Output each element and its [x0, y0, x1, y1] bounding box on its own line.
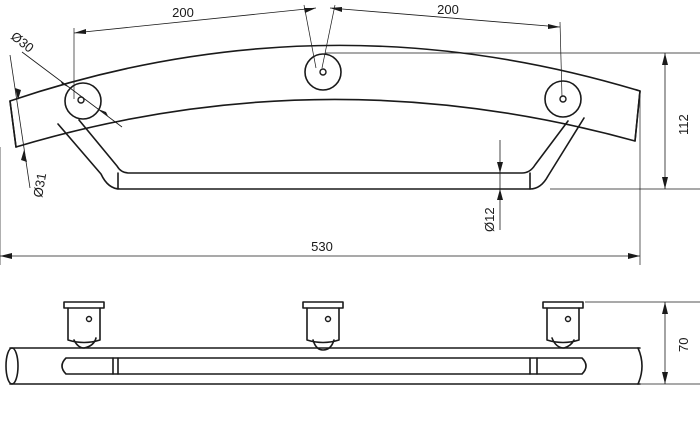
depth-dimension: 70	[585, 301, 700, 385]
top-view	[9, 44, 641, 190]
grab-rail	[57, 117, 585, 190]
mount-right	[542, 301, 584, 349]
spacing-right-label: 200	[437, 2, 459, 17]
front-tube-end-right	[637, 347, 643, 385]
overall-width-dimension: 530	[0, 95, 641, 265]
rosette-right	[544, 80, 582, 118]
front-rail	[61, 357, 587, 375]
overall-width-label: 530	[311, 239, 333, 254]
height-label: 112	[676, 114, 691, 135]
front-view	[5, 301, 643, 385]
front-tube	[9, 347, 641, 385]
rosette-diameter-label: Ø30	[8, 29, 37, 56]
front-tube-end-left	[5, 347, 19, 385]
mount-left	[63, 301, 105, 349]
rosette-diameter-dimension: Ø30	[8, 29, 123, 128]
spacing-left-label: 200	[172, 5, 194, 20]
height-dimension: 112	[325, 52, 700, 190]
tube-end-right	[634, 90, 641, 142]
rosette-left	[64, 82, 102, 120]
tube-diameter-label: Ø31	[30, 172, 49, 199]
mount-center	[302, 301, 344, 351]
tube-diameter-dimension: Ø31	[9, 54, 49, 199]
spacing-dimension: 200 200	[73, 2, 563, 99]
rail-diameter-label: Ø12	[482, 207, 497, 232]
depth-label: 70	[676, 338, 691, 352]
rosette-center	[304, 53, 342, 91]
rail-diameter-dimension: Ø12	[482, 140, 503, 232]
tube-end-left	[9, 100, 17, 148]
